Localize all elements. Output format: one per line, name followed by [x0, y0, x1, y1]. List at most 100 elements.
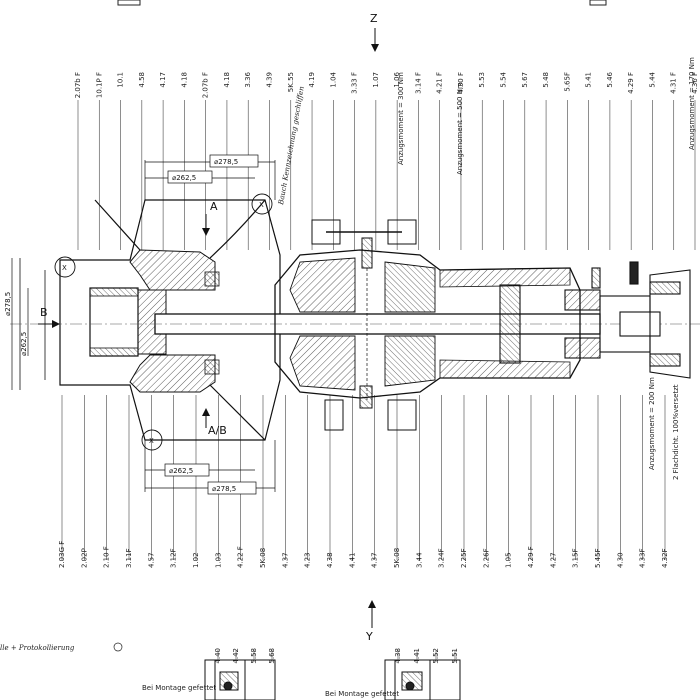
torque-note-1: Anzugsmoment = 300 Nm	[397, 72, 405, 165]
top-leader-lines	[77, 100, 696, 250]
svg-text:X: X	[149, 437, 154, 445]
top-part-label: 5.41	[585, 72, 593, 88]
left-flange-hub	[19, 199, 281, 441]
bottom-part-label: 4.23	[304, 552, 312, 568]
dimension-bottom-outer: ⌀278,5	[212, 485, 236, 493]
bottom-part-label: 2.10 F	[103, 546, 111, 568]
top-part-label: 5.48	[542, 72, 550, 88]
top-part-label: 4.31 F	[670, 72, 678, 94]
detail-view-left	[204, 659, 276, 700]
bottom-part-label: 3.15F	[572, 548, 580, 568]
top-part-label: 4.18	[180, 72, 188, 88]
bottom-part-label: 4.37	[281, 552, 289, 568]
section-z-label: Z	[370, 12, 378, 25]
bottom-part-label: 4.38	[326, 552, 334, 568]
top-part-label: 3.14 F	[414, 72, 422, 94]
top-part-label: 1.04	[329, 71, 337, 87]
section-marker-a: A	[202, 200, 218, 236]
top-part-label: 4.19	[308, 72, 316, 88]
section-a-label: A	[210, 200, 218, 213]
top-part-label: 4.36 F	[691, 72, 699, 94]
bottom-part-label: 2.25F	[460, 548, 468, 568]
bottom-leader-lines	[61, 395, 666, 560]
torque-note-5: 2 Flachdicht. 100%versetzt	[672, 384, 680, 480]
bottom-part-label: 1.02	[192, 552, 200, 568]
bottom-part-label: 3.24F	[438, 548, 446, 568]
bottom-part-label: 3.11F	[125, 548, 133, 568]
flange-section-upper	[129, 249, 216, 291]
bottom-part-label: 3.12F	[170, 548, 178, 568]
top-part-label: 4.30 F	[457, 72, 465, 94]
section-marker-b: B	[38, 306, 60, 328]
top-part-label: 3.33 F	[351, 72, 359, 94]
center-housing	[274, 249, 581, 399]
top-bolt-assembly	[311, 219, 417, 400]
top-part-label: 5.44	[648, 71, 656, 87]
bottom-part-label: 5.45F	[594, 548, 602, 568]
bottom-part-label: 2.03G F	[58, 541, 66, 568]
top-part-label: 1.06	[393, 71, 401, 87]
torque-note-4: Anzugsmoment = 170 Nm	[688, 57, 696, 150]
dimension-bottom-inner: ⌀262,5	[169, 467, 193, 475]
top-part-label: 10.1P F	[95, 72, 103, 98]
top-edge-box-right	[589, 0, 607, 6]
top-part-label: 5K.55	[287, 72, 295, 92]
dimension-top-inner: ⌀262,5	[172, 174, 196, 182]
section-b-label: B	[40, 306, 48, 319]
mount-note-right: Bei Montage gefettet	[325, 690, 399, 698]
seal-block-lower	[204, 359, 220, 375]
top-part-label: 4.18	[223, 72, 231, 88]
top-part-label: 2.07b F	[74, 72, 82, 98]
top-part-label: 4.39	[265, 72, 273, 88]
bottom-part-label: 4.27	[549, 552, 557, 568]
top-part-label: 4.17	[159, 72, 167, 88]
top-edge-box-left	[117, 0, 141, 6]
top-part-label: 4.29 F	[627, 72, 635, 94]
top-part-label: 1.07	[372, 72, 380, 88]
section-y-label: Y	[365, 630, 373, 643]
bottom-part-label: 4.30	[616, 552, 624, 568]
top-part-label: 5.53	[478, 72, 486, 88]
bottom-part-label: 2.26F	[482, 548, 490, 568]
dimension-lines-left	[11, 258, 29, 390]
section-marker-z: Z	[370, 12, 379, 52]
top-part-label: 5.65F	[563, 72, 571, 92]
top-part-label: 4.58	[138, 72, 146, 88]
dimension-top-outer: ⌀278,5	[214, 158, 238, 166]
left-bushing-wall-bottom	[89, 347, 139, 357]
top-part-label: 10.1	[117, 72, 125, 88]
top-part-label: 5.67	[521, 72, 529, 88]
bottom-part-label: 5K.08	[259, 548, 267, 568]
dimension-left-outer: ⌀278,5	[4, 292, 12, 316]
bottom-part-label: 2.02P	[80, 548, 88, 568]
top-part-label: 3.36	[244, 71, 252, 87]
bottom-part-label: 5K.08	[393, 548, 401, 568]
mount-note-left: Bei Montage gefettet	[142, 684, 216, 692]
left-bushing	[89, 287, 139, 357]
torque-note-2: Anzugsmoment = 500 Nm	[456, 82, 464, 175]
seal-block-upper	[204, 271, 220, 287]
bottom-part-label: 3.44	[415, 552, 423, 568]
bottom-left-note: lle + Protokollierung	[0, 644, 75, 652]
top-part-label: 5.46	[606, 71, 614, 87]
bottom-part-label: 1.05	[505, 552, 513, 568]
handwritten-note: Bauch Kennzeichnung geschliffen	[277, 85, 306, 206]
right-end-assembly	[499, 261, 691, 379]
bottom-part-label: 4.22 F	[237, 546, 245, 568]
dimension-left-inner: ⌀262,5	[20, 332, 28, 356]
section-marker-y: Y	[365, 600, 376, 643]
detail-view-right	[384, 659, 461, 700]
bottom-part-label: 4.57	[147, 552, 155, 568]
torque-note-3: Anzugsmoment = 200 Nm	[648, 377, 656, 470]
bottom-part-label: 4.32F	[661, 548, 669, 568]
svg-text:X: X	[62, 264, 67, 272]
reference-circles	[54, 193, 273, 451]
section-marker-ab: A/B	[202, 408, 227, 437]
bottom-part-label: 4.33F	[639, 548, 647, 568]
top-part-label: 4.21 F	[436, 72, 444, 94]
section-ab-label: A/B	[208, 424, 227, 437]
